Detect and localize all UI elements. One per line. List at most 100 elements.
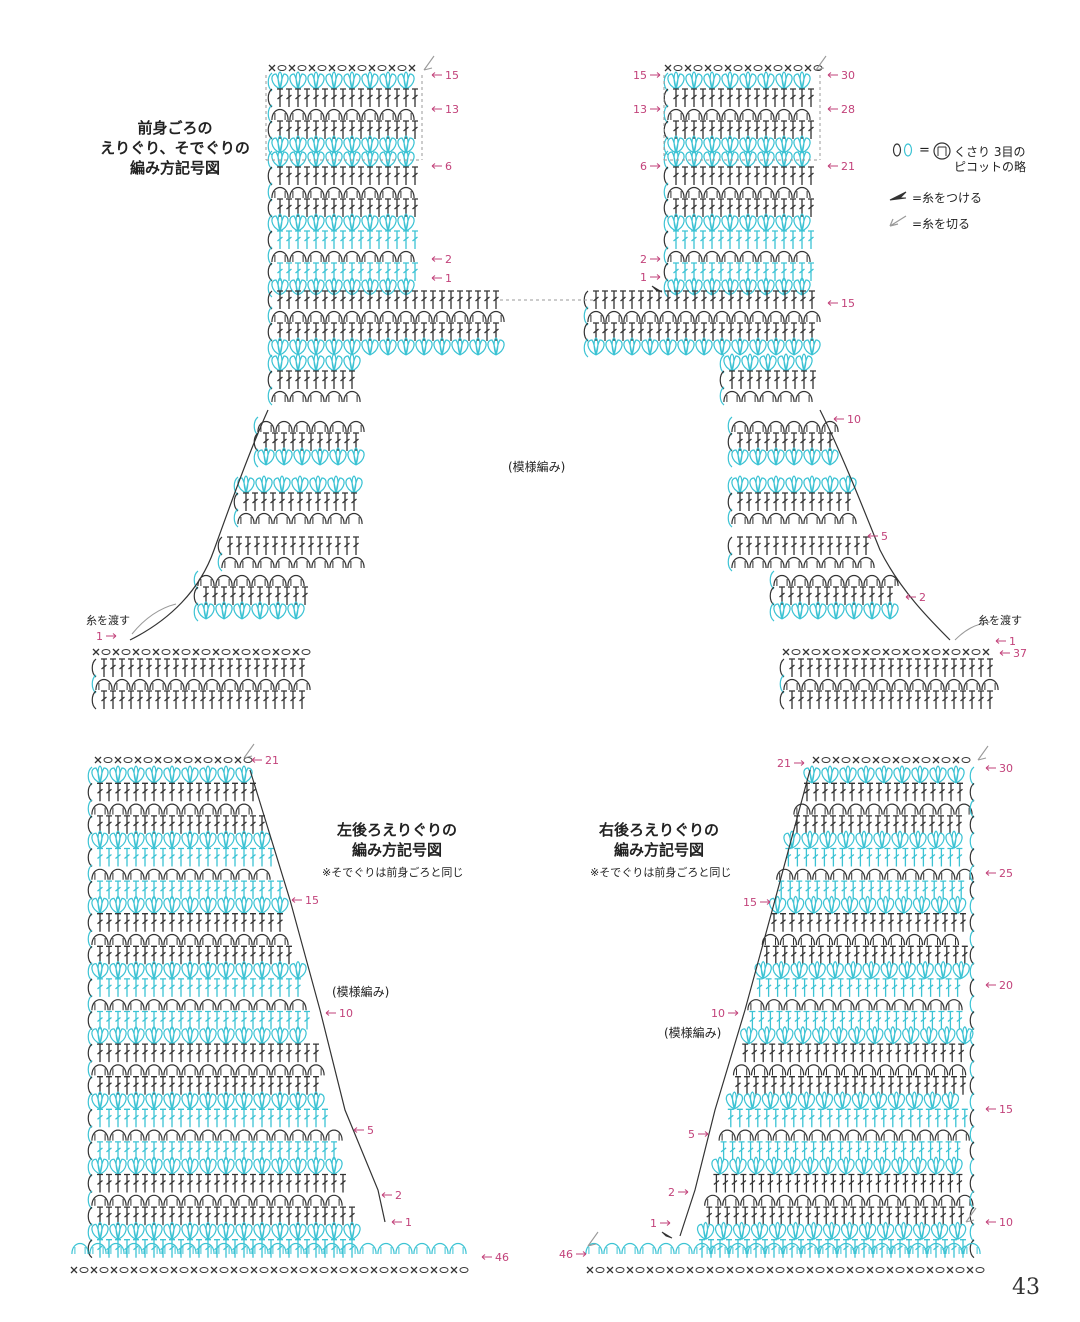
double-crochet-stitch [412,230,418,249]
turning-chain [87,1059,93,1079]
double-crochet-stitch [824,586,830,605]
double-crochet-stitch [749,1173,756,1193]
double-crochet-stitch [250,1043,256,1063]
double-crochet-stitch [412,166,418,185]
shell-stitch [145,895,163,914]
turning-chain [267,370,273,390]
single-crochet-stitch [886,1266,894,1274]
double-crochet-stitch [394,120,400,139]
single-crochet-stitch [234,756,242,764]
double-crochet-stitch [178,1206,184,1226]
shell-stitch [109,830,127,849]
shell-stitch [749,475,767,494]
row-number: 6 [640,160,661,173]
shell-stitch [145,1156,163,1175]
double-crochet-stitch [268,847,274,867]
double-crochet-stitch [785,1173,792,1193]
turning-chain [87,1108,93,1128]
double-crochet-stitch [322,198,328,217]
double-crochet-stitch [781,166,787,185]
double-crochet-stitch [880,945,887,965]
double-crochet-stitch [866,1173,873,1193]
double-crochet-stitch [816,913,822,932]
chain-arch [251,574,269,587]
single-crochet-stitch [962,648,970,656]
double-crochet-stitch [774,978,781,997]
shell-stitch [934,960,952,980]
chain-stitch [101,649,111,655]
double-crochet-stitch [178,913,184,932]
shell-stitch [739,71,757,90]
shell-stitch [163,765,181,784]
double-crochet-stitch [951,690,957,709]
double-crochet-stitch [873,1141,880,1160]
double-crochet-stitch [142,945,148,965]
double-crochet-stitch [888,913,894,932]
turning-chain [969,929,975,949]
double-crochet-stitch [782,290,788,309]
single-crochet-stitch [872,756,880,764]
chain-arch [379,250,397,263]
row-arrow [827,300,838,306]
shell-stitch [785,447,803,466]
chain-arch [181,999,199,1011]
chain-arch [359,1242,377,1255]
double-crochet-stitch [772,945,779,965]
double-crochet-stitch [259,1108,265,1128]
turning-chain [663,72,669,92]
chain-arch [847,803,865,815]
single-crochet-stitch [192,648,200,656]
chain-arch [909,678,927,691]
double-crochet-stitch [259,978,265,997]
double-crochet-stitch [164,658,170,677]
double-crochet-stitch [790,88,796,107]
shell-stitch [783,830,801,849]
shell-stitch [215,601,233,620]
chain-stitch [221,649,231,655]
double-crochet-stitch [218,658,224,677]
double-crochet-stitch [304,1206,310,1226]
shell-stitch [777,353,795,372]
double-crochet-stitch [178,1076,184,1095]
double-crochet-stitch [738,1141,745,1160]
double-crochet-stitch [788,586,794,605]
single-crochet-stitch [152,648,160,656]
double-crochet-stitch [906,913,912,932]
double-crochet-stitch [322,1141,328,1160]
chain-arch [257,420,275,433]
double-crochet-stitch [834,690,840,709]
shell-stitch [397,337,415,356]
double-crochet-stitch [822,782,828,802]
chain-stitch [319,1267,329,1273]
double-crochet-stitch [915,658,921,677]
chain-stitch [775,1267,785,1273]
double-crochet-stitch [859,880,866,900]
shell-stitch [779,1091,798,1110]
row-number: 21 [251,754,279,767]
double-crochet-stitch [106,782,112,802]
chain-arch [794,868,812,880]
double-crochet-stitch [879,690,885,709]
double-crochet-stitch [349,370,355,389]
chain-stitch [379,1267,389,1273]
double-crochet-stitch [893,1173,900,1193]
double-crochet-stitch [349,1239,355,1258]
pattern-block [267,290,505,358]
turning-chain [267,354,273,374]
double-crochet-stitch [205,1239,211,1258]
double-crochet-stitch [277,913,283,932]
chain-arch [833,933,852,946]
row-number: 2 [668,1186,689,1199]
double-crochet-stitch [794,847,801,867]
double-crochet-stitch [178,1043,184,1063]
double-crochet-stitch [146,690,152,709]
double-crochet-stitch [906,1076,912,1095]
turning-chain [727,448,733,468]
turning-chain [727,432,733,452]
pattern-block [719,353,816,406]
shell-stitch [217,895,235,914]
double-crochet-stitch [763,230,769,249]
double-crochet-stitch [142,880,148,900]
double-crochet-stitch [875,815,881,834]
double-crochet-stitch [232,1173,238,1193]
